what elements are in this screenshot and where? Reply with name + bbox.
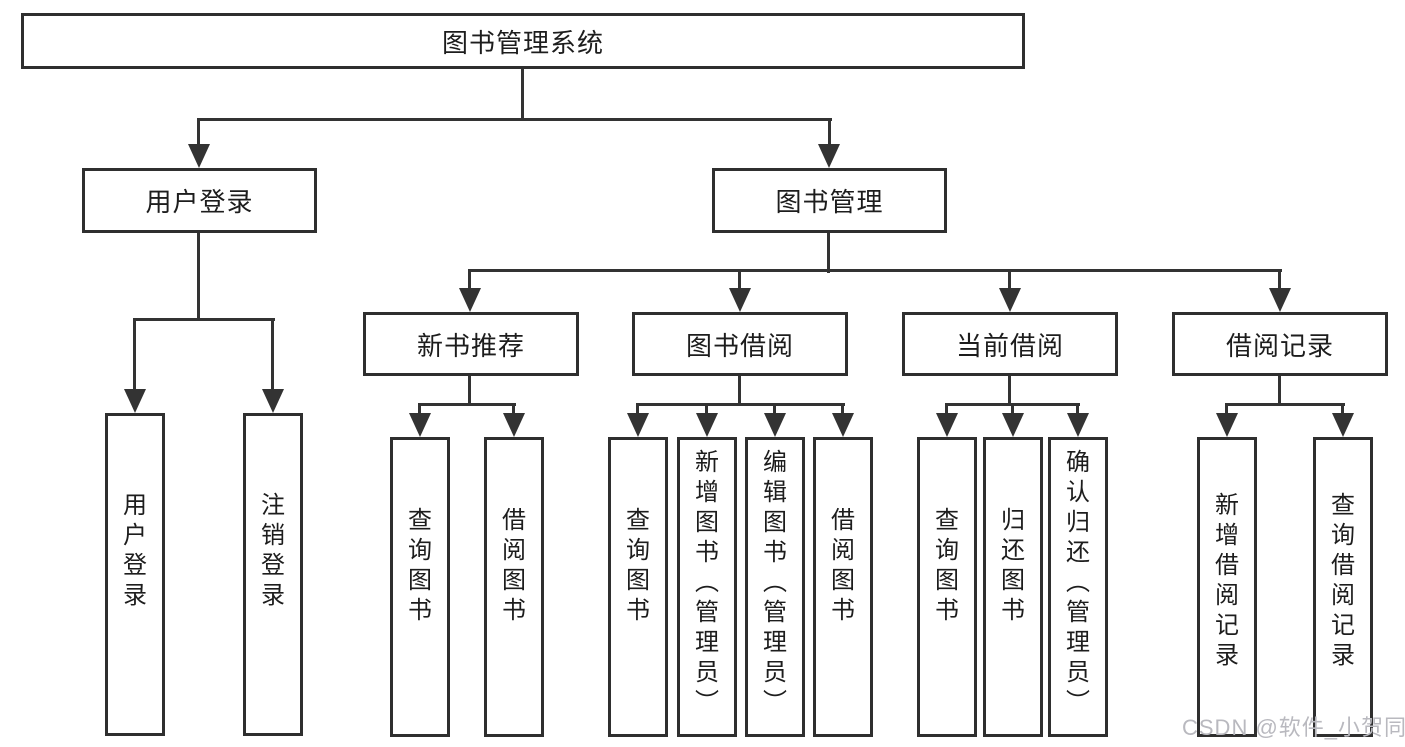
connector-line (512, 403, 515, 417)
node-user-login: 用户登录 (82, 168, 317, 233)
node-book-management: 图书管理 (712, 168, 947, 233)
arrow-down-icon (409, 413, 431, 437)
arrow-down-icon (999, 288, 1021, 312)
connector-line (197, 118, 200, 148)
connector-line (636, 403, 639, 417)
watermark: CSDN @软件_小贺同学 (1182, 715, 1405, 740)
connector-line (636, 403, 845, 406)
leaf-query-books-1: 查询图书 (390, 437, 450, 737)
leaf-user-login: 用户登录 (105, 413, 165, 736)
arrow-down-icon (188, 144, 210, 168)
leaf-query-books-2: 查询图书 (608, 437, 668, 737)
connector-line (1011, 403, 1014, 417)
leaf-edit-book-admin: 编辑图书︵管理员︶ (745, 437, 805, 737)
arrow-down-icon (696, 413, 718, 437)
arrow-down-icon (832, 413, 854, 437)
connector-line (705, 403, 708, 417)
connector-line (197, 233, 200, 321)
connector-line (828, 118, 831, 148)
node-root: 图书管理系统 (21, 13, 1025, 69)
connector-line (945, 403, 948, 417)
connector-line (468, 269, 1282, 272)
connector-line (468, 374, 471, 406)
connector-line (133, 318, 275, 321)
connector-line (841, 403, 844, 417)
connector-line (827, 233, 830, 273)
arrow-down-icon (1067, 413, 1089, 437)
leaf-query-books-3: 查询图书 (917, 437, 977, 737)
connector-line (1008, 269, 1011, 292)
node-book-borrowing: 图书借阅 (632, 312, 848, 376)
node-new-book-recommend: 新书推荐 (363, 312, 579, 376)
connector-line (1341, 403, 1344, 417)
connector-line (1225, 403, 1228, 417)
leaf-confirm-return-admin: 确认归还︵管理员︶ (1048, 437, 1108, 737)
connector-line (738, 374, 741, 406)
connector-line (133, 318, 136, 391)
arrow-down-icon (262, 389, 284, 413)
arrow-down-icon (1216, 413, 1238, 437)
arrow-down-icon (818, 144, 840, 168)
connector-line (1225, 403, 1345, 406)
leaf-borrow-books-1: 借阅图书 (484, 437, 544, 737)
arrow-down-icon (459, 288, 481, 312)
arrow-down-icon (764, 413, 786, 437)
connector-line (521, 69, 524, 120)
arrow-down-icon (1269, 288, 1291, 312)
connector-line (1278, 269, 1281, 292)
arrow-down-icon (124, 389, 146, 413)
leaf-add-borrow-record: 新增借阅记录 (1197, 437, 1257, 737)
connector-line (773, 403, 776, 417)
leaf-logout: 注销登录 (243, 413, 303, 736)
arrow-down-icon (1332, 413, 1354, 437)
connector-line (468, 269, 471, 292)
node-borrowing-records: 借阅记录 (1172, 312, 1388, 376)
connector-line (271, 318, 274, 391)
leaf-add-book-admin: 新增图书︵管理员︶ (677, 437, 737, 737)
leaf-borrow-books-2: 借阅图书 (813, 437, 873, 737)
leaf-return-books: 归还图书 (983, 437, 1043, 737)
connector-line (1278, 375, 1281, 406)
leaf-query-borrow-record: 查询借阅记录 (1313, 437, 1373, 737)
connector-line (198, 118, 832, 121)
arrow-down-icon (729, 288, 751, 312)
connector-line (418, 403, 421, 417)
connector-line (418, 403, 516, 406)
arrow-down-icon (1002, 413, 1024, 437)
connector-line (1076, 403, 1079, 417)
node-current-borrowing: 当前借阅 (902, 312, 1118, 376)
arrow-down-icon (936, 413, 958, 437)
arrow-down-icon (503, 413, 525, 437)
arrow-down-icon (627, 413, 649, 437)
connector-line (1008, 375, 1011, 406)
connector-line (738, 269, 741, 292)
